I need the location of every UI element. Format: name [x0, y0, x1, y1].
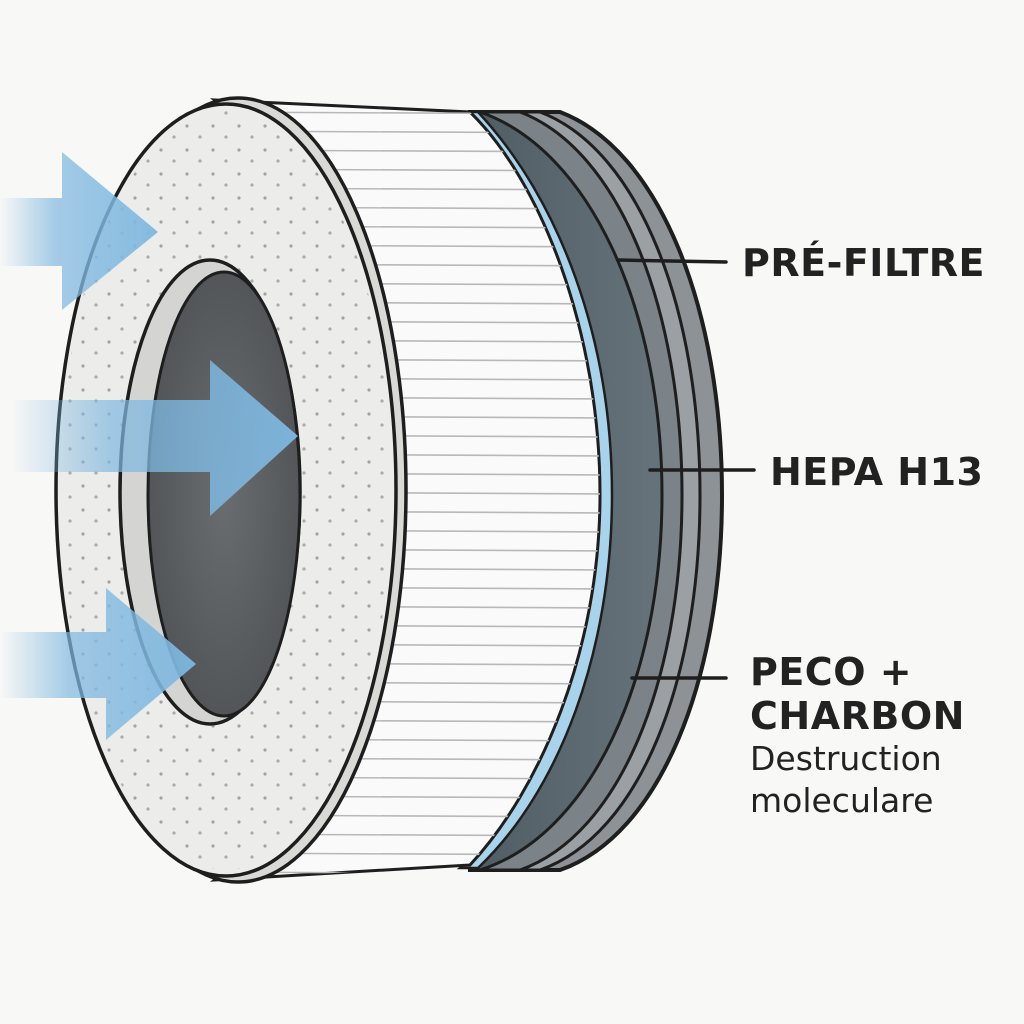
arrow-right-icon	[0, 152, 158, 310]
peco-label-line1: PECO +	[750, 650, 913, 694]
peco-description-line2: moleculare	[750, 781, 934, 820]
peco-label-block: PECO + CHARBON Destruction moleculare	[750, 650, 965, 822]
hepa-label: HEPA H13	[770, 450, 984, 494]
prefilter-label: PRÉ-FILTRE	[742, 241, 986, 285]
arrow-right-icon	[10, 360, 298, 516]
peco-label-line2: CHARBON	[750, 694, 965, 738]
airflow-arrows	[0, 152, 298, 740]
peco-description-line1: Destruction	[750, 739, 942, 778]
leader-lines	[616, 258, 756, 680]
leader-line-prefilter	[616, 258, 728, 264]
arrow-right-icon	[0, 588, 196, 740]
